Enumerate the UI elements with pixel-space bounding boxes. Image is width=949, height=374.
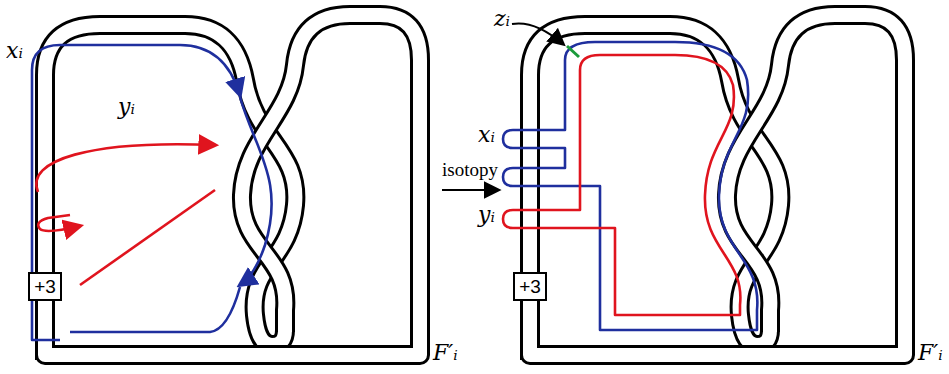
curve-label: xᵢ [478,124,495,146]
twist-box: +3 [28,272,62,301]
knot-left [32,15,420,360]
twist-count: +3 [34,276,56,297]
twist-count: +3 [519,276,541,297]
isotopy-arrow [442,189,498,191]
knot-right [503,15,905,360]
curve-label: yᵢ [118,96,135,118]
curve-label: F′ᵢ [433,342,458,364]
twist-box: +3 [513,272,547,301]
curve-label: yᵢ [478,204,495,226]
curve-label: F′ᵢ [918,342,943,364]
curve-label: zᵢ [494,8,510,30]
move-label: isotopy [442,160,498,179]
curve-label: xᵢ [6,40,23,62]
